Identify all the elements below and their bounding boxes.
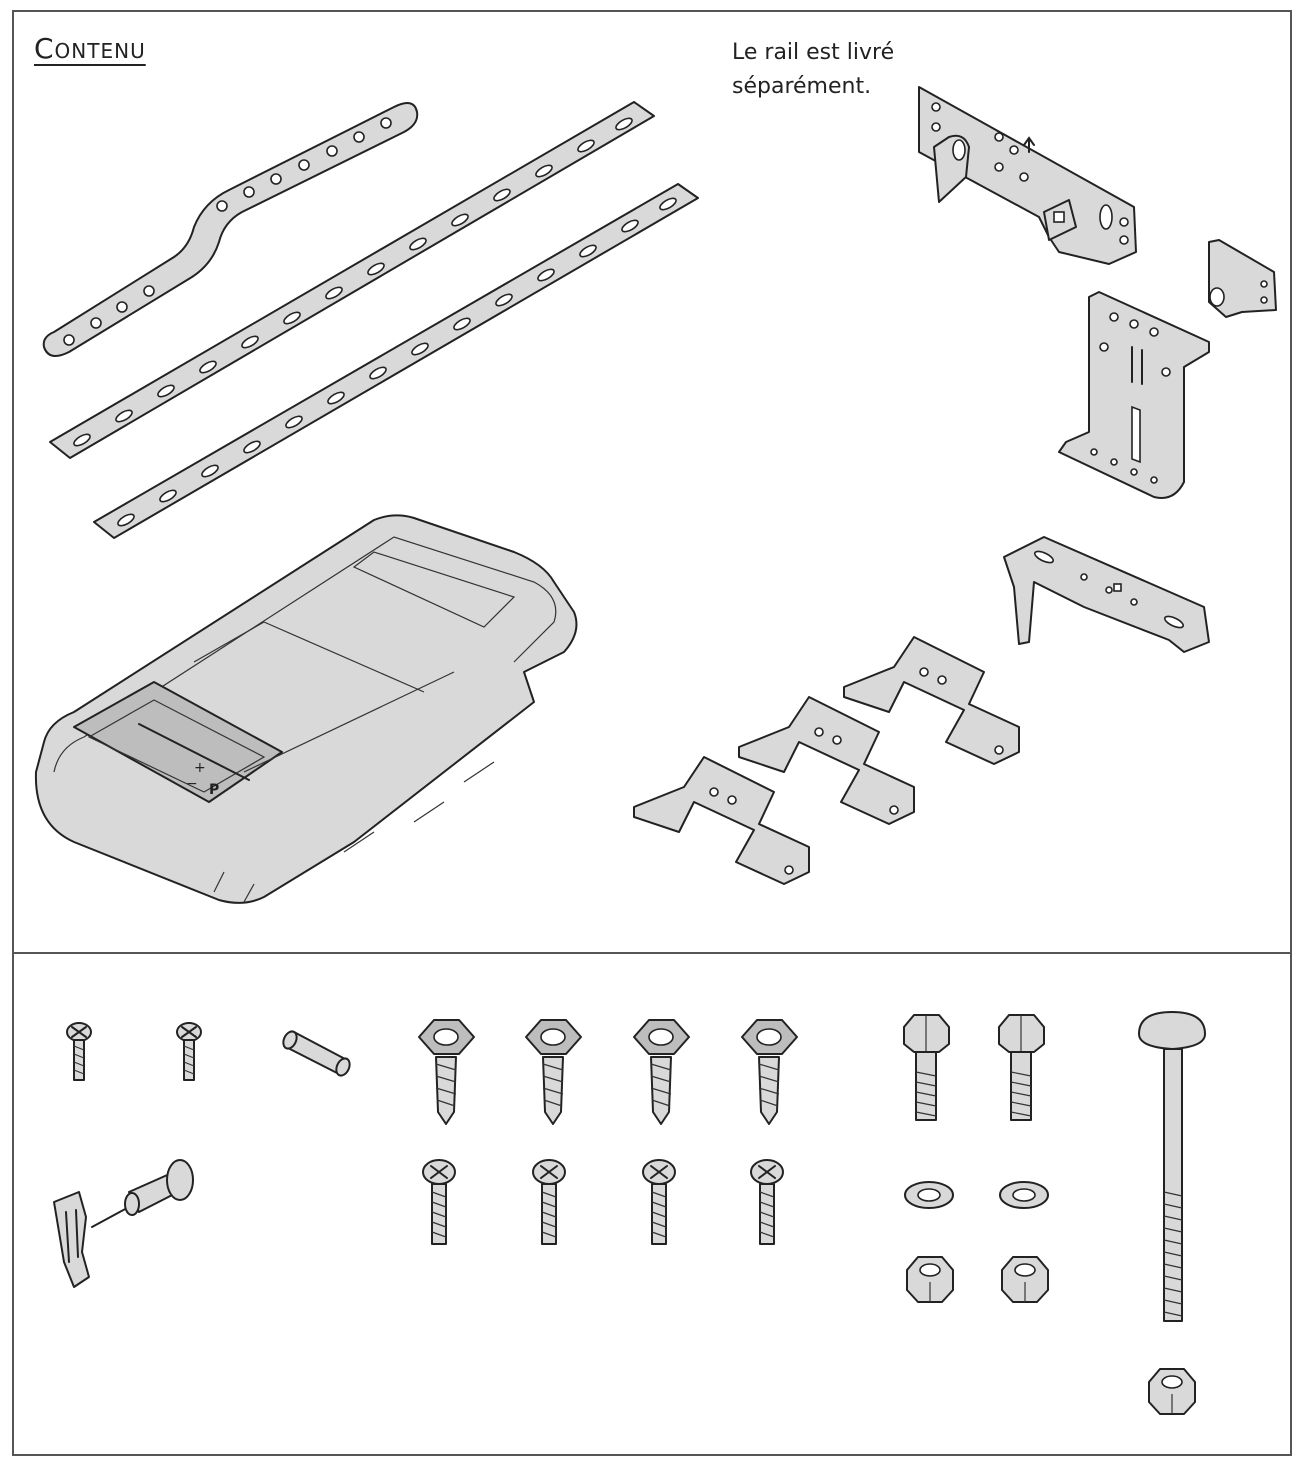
rail-note-line-2: séparément. [732,74,872,99]
opener-unit-icon: + − P [34,514,578,904]
phillips-screw-icon [642,1159,676,1245]
washer-icon [999,1181,1049,1209]
u-bracket-icon [738,696,915,825]
parts-illustration: + − P [34,86,1277,1415]
hex-lag-screw-icon [418,1019,475,1125]
phillips-screw-icon [750,1159,784,1245]
rail-note: Le rail est livré séparément. [732,36,992,104]
phillips-screw-icon [532,1159,566,1245]
u-bracket-icon [633,756,810,885]
page-title: Contenu [34,32,146,65]
u-bracket-icon [843,636,1020,765]
small-angle-bracket-icon [1208,239,1277,318]
rail-bracket-icon [1003,536,1210,653]
hex-lag-screw-icon [741,1019,798,1125]
lock-nut-icon [906,1256,954,1303]
hex-lag-screw-icon [633,1019,690,1125]
pin-icon [282,1030,351,1077]
carriage-bolt-icon [1138,1011,1206,1322]
straight-strap-icon [93,183,699,539]
hex-bolt-icon [903,1014,950,1121]
door-bracket-icon [918,86,1137,265]
hex-lag-screw-icon [525,1019,582,1125]
phillips-screw-icon [422,1159,456,1245]
rail-note-line-1: Le rail est livré [732,40,895,65]
small-screw-icon [66,1022,92,1081]
small-screw-icon [176,1022,202,1081]
curved-strap-icon [42,102,419,357]
svg-text:P: P [209,782,219,798]
clip-and-bushing-icon [53,1159,194,1288]
lock-nut-icon [1148,1368,1196,1415]
svg-text:+: + [194,760,206,776]
svg-text:−: − [186,776,198,792]
section-divider [14,952,1290,954]
lock-nut-icon [1001,1256,1049,1303]
header-bracket-icon [1058,291,1210,499]
contents-panel: Contenu Le rail est livré séparément. [12,10,1292,1456]
washer-icon [904,1181,954,1209]
straight-strap-icon [49,101,655,459]
hex-bolt-icon [998,1014,1045,1121]
